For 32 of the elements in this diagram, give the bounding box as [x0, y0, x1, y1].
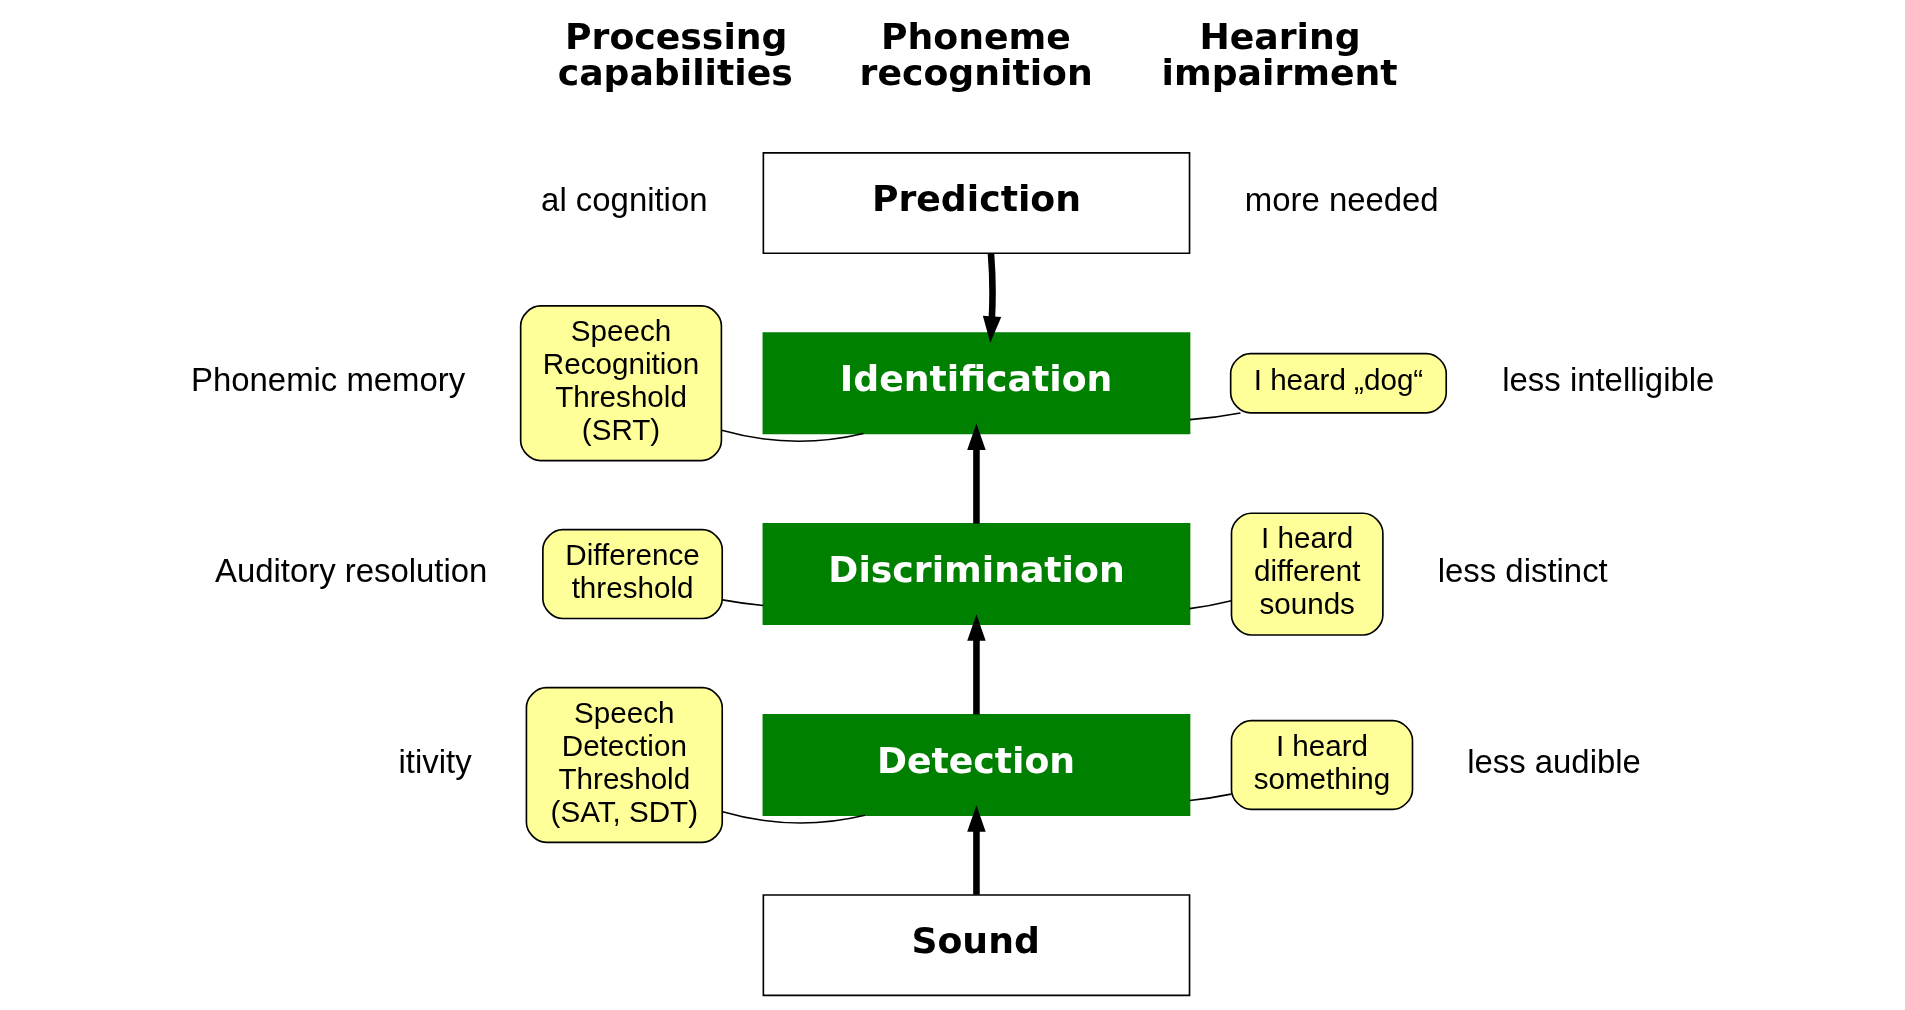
label: itivity: [398, 743, 472, 781]
node-box: Identification: [762, 332, 1190, 435]
label: Hearing impairment: [1161, 14, 1398, 94]
node-box: I heard something: [1230, 719, 1413, 811]
connector: [721, 810, 866, 824]
label: Phonemic memory: [190, 361, 465, 399]
arrow: [966, 614, 986, 715]
connector: [1188, 412, 1241, 421]
node-box: Discrimination: [762, 523, 1190, 626]
connector: [1188, 793, 1232, 802]
node-box: I heard „dog“: [1229, 352, 1447, 414]
arrow: [982, 253, 1001, 343]
node-box: I heard different sounds: [1230, 512, 1384, 636]
label: Phoneme recognition: [859, 14, 1093, 94]
label: less audible: [1466, 743, 1641, 781]
label: less intelligible: [1501, 361, 1714, 399]
label: less distinct: [1437, 552, 1608, 590]
arrow: [966, 423, 986, 524]
connector: [720, 429, 864, 442]
node-box: Detection: [762, 713, 1190, 816]
label: Auditory resolution: [214, 552, 487, 590]
node-box: Sound: [762, 894, 1190, 997]
node-box: Prediction: [762, 152, 1190, 255]
node-box: Speech Recognition Threshold (SRT): [519, 305, 722, 462]
connector: [721, 599, 764, 607]
arrow: [966, 805, 986, 895]
label: more needed: [1244, 181, 1439, 219]
node-box: Difference threshold: [541, 528, 723, 620]
connector: [1188, 599, 1232, 610]
label: Processing capabilities: [557, 14, 793, 94]
node-box: Speech Detection Threshold (SAT, SDT): [525, 686, 723, 844]
label: al cognition: [540, 181, 708, 219]
